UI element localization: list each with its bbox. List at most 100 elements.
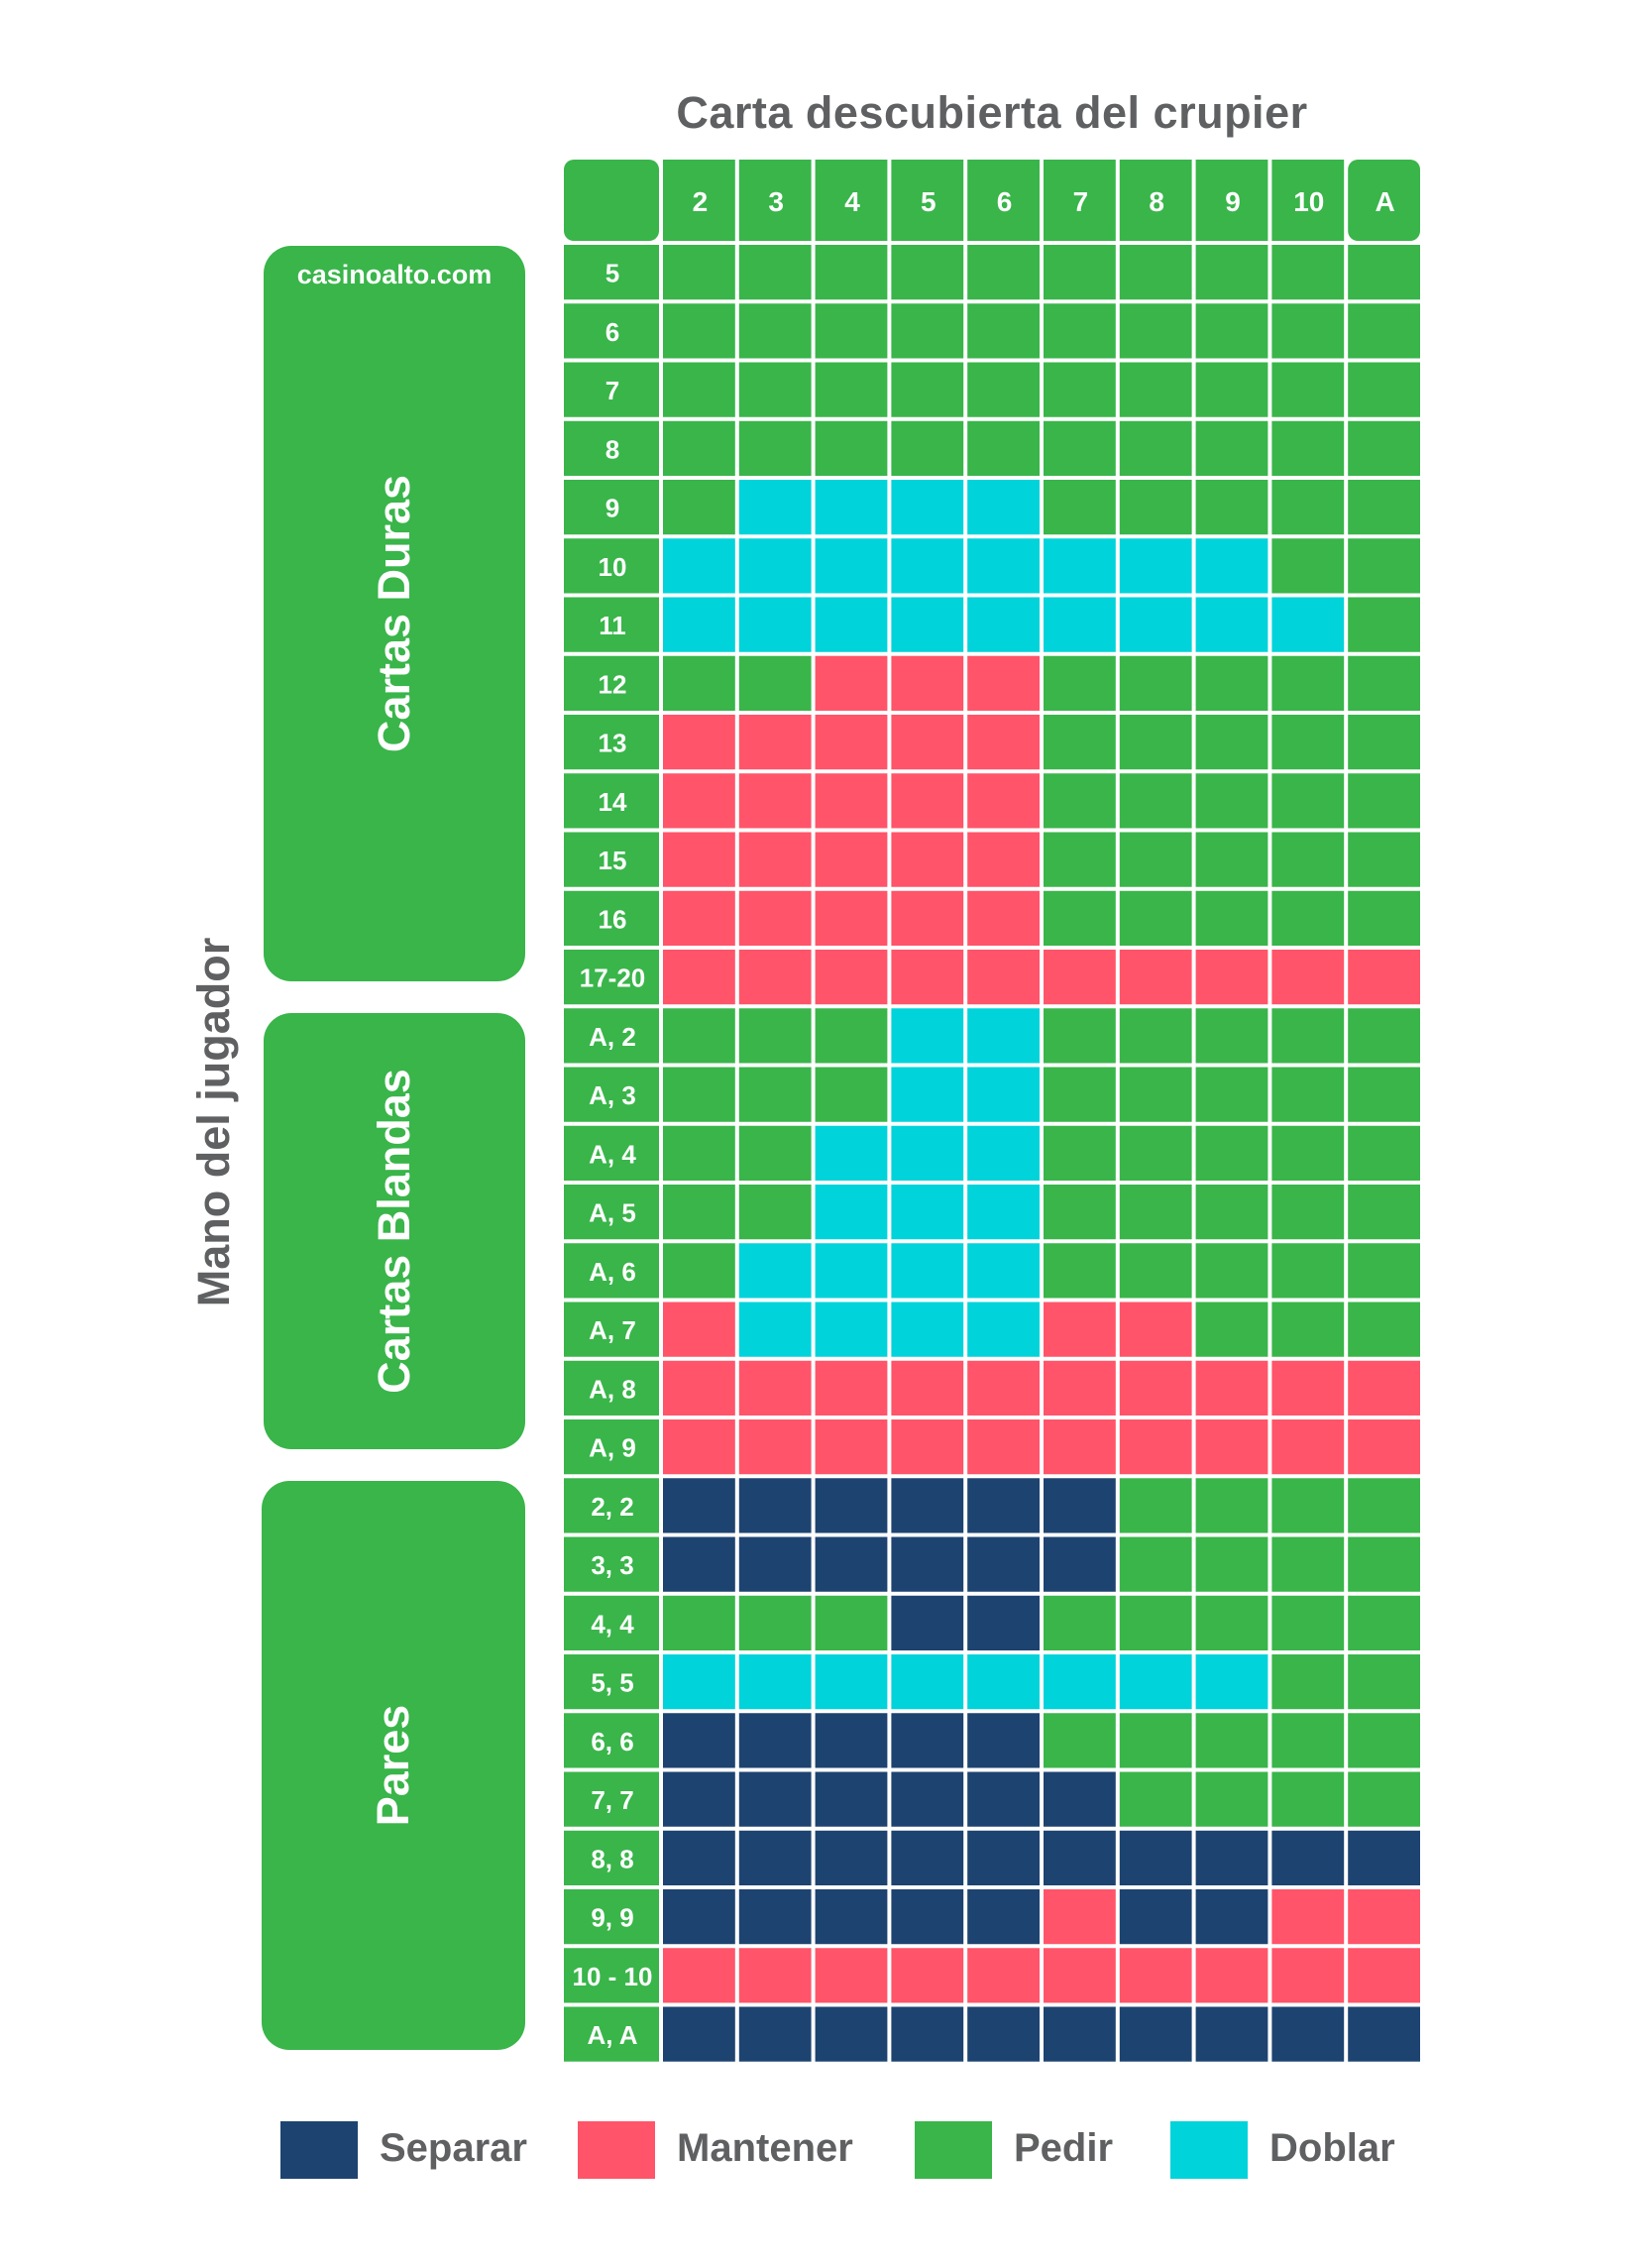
strategy-cell xyxy=(815,1243,888,1299)
strategy-cell xyxy=(1119,303,1192,359)
group-panel-pairs: Pares xyxy=(262,1481,525,2050)
strategy-cell xyxy=(1044,245,1116,300)
row-label-cell xyxy=(564,1536,659,1592)
column-header-label: 2 xyxy=(693,186,709,217)
header-cell xyxy=(663,160,735,241)
strategy-cell xyxy=(738,1536,812,1592)
strategy-cell xyxy=(967,1654,1040,1710)
strategy-cell xyxy=(1348,1008,1420,1064)
row-label-cell xyxy=(564,480,659,535)
strategy-cell xyxy=(738,715,812,770)
row-label-cell xyxy=(564,1713,659,1768)
strategy-cell xyxy=(1195,538,1268,594)
strategy-cell xyxy=(1119,1771,1192,1827)
strategy-cell xyxy=(1119,1948,1192,2003)
strategy-cell xyxy=(1271,1536,1345,1592)
row-label: 16 xyxy=(599,904,627,934)
strategy-cell xyxy=(1195,1067,1268,1122)
header-cell xyxy=(1271,160,1345,241)
strategy-cell xyxy=(1271,1419,1345,1475)
strategy-cell xyxy=(967,1419,1040,1475)
strategy-cell xyxy=(1195,1185,1268,1240)
strategy-cell xyxy=(738,950,812,1005)
row-label: A, 9 xyxy=(589,1433,636,1463)
strategy-cell xyxy=(891,245,964,300)
group-panel-soft: Cartas Blandas xyxy=(264,1013,525,1449)
strategy-cell xyxy=(1119,1889,1192,1945)
strategy-cell xyxy=(967,1889,1040,1945)
strategy-cell xyxy=(1044,1360,1116,1416)
strategy-cell xyxy=(1119,2006,1192,2062)
strategy-cell xyxy=(1271,1948,1345,2003)
strategy-cell xyxy=(1119,1185,1192,1240)
strategy-cell xyxy=(891,715,964,770)
strategy-cell xyxy=(815,597,888,652)
strategy-cell xyxy=(738,1654,812,1710)
strategy-cell xyxy=(663,245,735,300)
row-label-cell xyxy=(564,1771,659,1827)
row-label: 6, 6 xyxy=(591,1727,633,1757)
strategy-cell xyxy=(891,1889,964,1945)
strategy-cell xyxy=(738,1243,812,1299)
strategy-cell xyxy=(1044,1243,1116,1299)
strategy-cell xyxy=(663,1125,735,1181)
strategy-cell xyxy=(967,1536,1040,1592)
strategy-cell xyxy=(1348,420,1420,476)
strategy-cell xyxy=(815,1125,888,1181)
row-label: 9 xyxy=(606,494,619,523)
strategy-cell xyxy=(1271,303,1345,359)
strategy-cell xyxy=(1044,1125,1116,1181)
column-header-label: 6 xyxy=(997,186,1013,217)
strategy-cell xyxy=(1195,655,1268,711)
row-label-cell xyxy=(564,950,659,1005)
strategy-cell xyxy=(1119,655,1192,711)
strategy-cell xyxy=(663,1185,735,1240)
strategy-cell xyxy=(738,420,812,476)
strategy-cell xyxy=(815,1713,888,1768)
strategy-cell xyxy=(663,1360,735,1416)
row-label: 8 xyxy=(606,434,619,464)
row-label-cell xyxy=(564,832,659,887)
strategy-cell xyxy=(1195,1595,1268,1650)
strategy-cell xyxy=(663,832,735,887)
legend-swatch-mantener xyxy=(578,2121,655,2179)
legend-label-separar: Separar xyxy=(380,2126,527,2170)
strategy-cell xyxy=(815,420,888,476)
strategy-cell xyxy=(891,2006,964,2062)
strategy-cell xyxy=(663,1713,735,1768)
strategy-cell xyxy=(1044,1654,1116,1710)
strategy-cell xyxy=(663,480,735,535)
strategy-cell xyxy=(663,1536,735,1592)
strategy-cell xyxy=(1119,950,1192,1005)
strategy-cell xyxy=(1195,1889,1268,1945)
strategy-cell xyxy=(663,1008,735,1064)
legend-label-doblar: Doblar xyxy=(1269,2126,1395,2170)
strategy-cell xyxy=(967,890,1040,946)
strategy-cell xyxy=(815,480,888,535)
strategy-cell xyxy=(815,1478,888,1533)
strategy-cell xyxy=(738,1125,812,1181)
strategy-cell xyxy=(1195,1654,1268,1710)
strategy-cell xyxy=(1044,1536,1116,1592)
strategy-cell xyxy=(891,420,964,476)
strategy-cell xyxy=(891,1536,964,1592)
strategy-cell xyxy=(663,420,735,476)
strategy-cell xyxy=(815,362,888,417)
strategy-cell xyxy=(891,655,964,711)
strategy-cell xyxy=(1119,773,1192,829)
strategy-cell xyxy=(1195,1948,1268,2003)
row-label: 7, 7 xyxy=(591,1785,633,1815)
strategy-cell xyxy=(1044,1302,1116,1357)
strategy-cell xyxy=(1195,1125,1268,1181)
strategy-cell xyxy=(891,832,964,887)
strategy-cell xyxy=(1271,538,1345,594)
strategy-cell xyxy=(967,655,1040,711)
strategy-cell xyxy=(1271,655,1345,711)
row-label-cell xyxy=(564,1419,659,1475)
strategy-cell xyxy=(1119,1302,1192,1357)
row-label: 3, 3 xyxy=(591,1550,633,1580)
strategy-cell xyxy=(891,1948,964,2003)
strategy-cell xyxy=(1348,1713,1420,1768)
strategy-cell xyxy=(967,538,1040,594)
